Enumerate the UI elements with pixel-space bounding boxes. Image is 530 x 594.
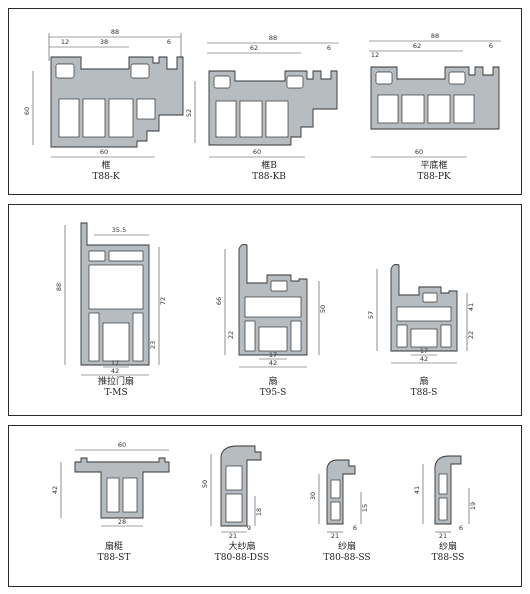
dim-label: 60 [415, 148, 423, 156]
profile-name: 扇梃 [104, 542, 123, 552]
dim-label: 6 [327, 44, 331, 52]
dim-label: 17 [420, 347, 428, 355]
profile-drawing-t88-st: 60 42 28 [51, 441, 170, 527]
profile-code: T95-S [259, 388, 287, 398]
frame-profiles-panel: 88 12 38 6 60 60 88 62 6 [8, 8, 522, 195]
profile-caption: 纱扇 T80-88-SS [292, 542, 402, 564]
profile-name: 推拉门扇 [97, 377, 134, 387]
dim-label: 23 [149, 341, 157, 349]
dim-label: 57 [367, 311, 375, 319]
dim-label: 22 [467, 331, 475, 339]
dim-label: 41 [467, 303, 475, 311]
dim-label: 88 [431, 32, 439, 40]
dim-label: 62 [413, 42, 421, 50]
profile-caption: 纱扇 T88-SS [393, 542, 503, 564]
profile-code: T88-KB [252, 172, 286, 182]
profile-name: 框B [261, 161, 277, 171]
dim-label: 60 [253, 148, 261, 156]
profile-code: T88-S [410, 388, 438, 398]
profile-code: T-MS [104, 388, 128, 398]
dim-label: 41 [413, 486, 421, 494]
dim-label: 88 [269, 34, 277, 42]
profile-drawing-t88-pk: 88 62 6 12 60 [369, 32, 501, 158]
profile-drawing-t88-ss: 41 19 6 21 [413, 455, 477, 540]
profile-name: 纱扇 [438, 542, 457, 552]
dim-label: 12 [371, 51, 379, 59]
profile-name: 大纱扇 [228, 542, 256, 552]
dim-label: 6 [459, 524, 463, 532]
dim-label: 42 [269, 359, 277, 367]
profile-caption: 扇 T88-S [369, 377, 479, 399]
dim-label: 35.5 [112, 226, 126, 234]
dim-label: 42 [51, 486, 59, 494]
dim-label: 22 [227, 331, 235, 339]
dim-label: 18 [255, 508, 263, 516]
profile-name: 框 [101, 161, 111, 171]
profile-drawing-t95-s: 66 50 22 17 42 [215, 244, 327, 368]
profile-caption: 扇梃 T88-ST [59, 542, 169, 564]
profile-caption: 框 T88-K [51, 161, 161, 183]
profile-drawing-t80-88-dss: 50 18 9 21 [201, 445, 263, 540]
dim-label: 88 [55, 283, 63, 291]
dim-label: 72 [159, 297, 167, 305]
profile-code: T88-K [92, 172, 120, 182]
dim-label: 66 [215, 297, 223, 305]
dim-label: 60 [100, 148, 108, 156]
dim-label: 88 [111, 28, 119, 36]
mullion-screen-profiles-panel: 60 42 28 50 18 9 21 30 [8, 425, 522, 587]
profile-caption: 大纱扇 T80-88-DSS [187, 542, 297, 564]
dim-label: 21 [229, 532, 237, 540]
profile-name: 平底框 [420, 161, 448, 171]
dim-label: 6 [353, 524, 357, 532]
dim-label: 17 [111, 359, 119, 367]
profile-caption: 扇 T95-S [218, 377, 328, 399]
dim-label: 28 [118, 518, 126, 526]
dim-label: 21 [439, 532, 447, 540]
dim-label: 21 [331, 532, 339, 540]
dim-label: 60 [118, 441, 126, 449]
dim-label: 38 [100, 38, 108, 46]
profile-caption: 推拉门扇 T-MS [61, 377, 171, 399]
dim-label: 19 [469, 502, 477, 510]
profile-drawing-t88-k: 88 12 38 6 60 60 [23, 28, 184, 158]
dim-label: 62 [250, 44, 258, 52]
profile-caption: 平底框 T88-PK [379, 161, 489, 183]
profile-code: T88-SS [431, 553, 465, 563]
dim-label: 42 [111, 367, 119, 375]
profile-drawing-t88-kb: 88 62 6 52 60 [185, 34, 339, 158]
dim-label: 17 [269, 351, 277, 359]
profile-code: T80-88-DSS [214, 553, 270, 563]
dim-label: 6 [489, 42, 493, 50]
dim-label: 30 [309, 492, 317, 500]
profile-caption: 框B T88-KB [214, 161, 324, 183]
dim-label: 9 [247, 524, 251, 532]
profile-code: T80-88-SS [323, 553, 371, 563]
dim-label: 42 [420, 355, 428, 363]
profile-name: 扇 [268, 377, 278, 387]
dim-label: 6 [167, 38, 171, 46]
dim-label: 12 [61, 38, 69, 46]
profile-name: 扇 [419, 377, 429, 387]
profile-name: 纱扇 [337, 542, 356, 552]
profile-code: T88-PK [417, 172, 451, 182]
sash-profiles-panel: 35.5 88 72 23 17 42 66 [8, 204, 522, 416]
dim-label: 15 [361, 504, 369, 512]
dim-label: 52 [185, 109, 193, 117]
profile-drawing-t88-s: 57 41 22 17 42 [367, 264, 475, 364]
profile-drawing-t-ms: 35.5 88 72 23 17 42 [55, 222, 167, 376]
dim-label: 50 [201, 480, 209, 488]
dim-label: 60 [23, 107, 31, 115]
profile-code: T88-ST [97, 553, 131, 563]
profile-drawing-t80-88-ss: 30 15 6 21 [309, 459, 369, 540]
dim-label: 50 [319, 305, 327, 313]
